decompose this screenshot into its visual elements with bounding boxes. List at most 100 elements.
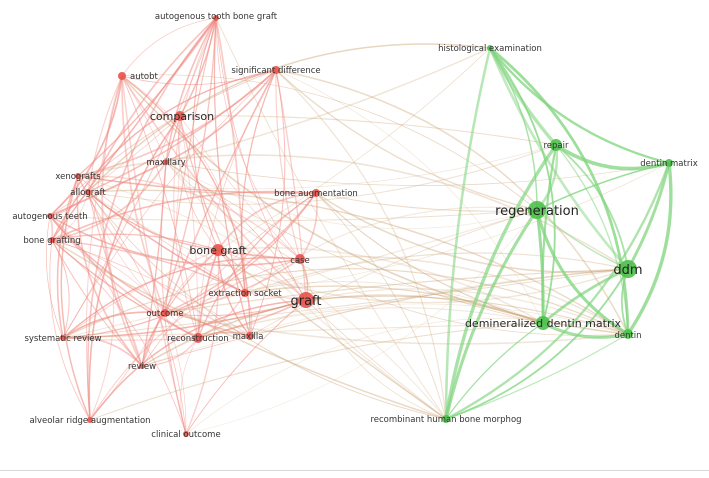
node-autogenous-tooth-bone-graft[interactable] — [213, 15, 219, 21]
edge-autogenous-teeth--systematic-review — [46, 215, 64, 339]
node-outcome[interactable] — [161, 309, 169, 317]
node-autobt[interactable] — [118, 72, 126, 80]
node-bone-augmentation[interactable] — [312, 189, 320, 197]
edge-autobt--autogenous-teeth — [49, 75, 123, 217]
node-autogenous-teeth[interactable] — [47, 213, 53, 219]
node-histological-examination[interactable] — [487, 45, 493, 51]
node-comparison[interactable] — [175, 111, 185, 121]
node-case[interactable] — [295, 254, 305, 264]
node-label-autogenous-tooth-bone-graft: autogenous tooth bone graft — [155, 12, 278, 22]
edge-comparison--autogenous-teeth — [49, 115, 181, 217]
node-dentin[interactable] — [623, 329, 633, 339]
node-significant-difference[interactable] — [272, 66, 280, 74]
edge-maxillary--autogenous-teeth — [49, 161, 167, 217]
edge-regeneration--dentin — [535, 209, 629, 336]
edge-comparison--bone-graft — [178, 115, 219, 251]
edge-allograft--autogenous-teeth — [49, 191, 89, 217]
node-maxillary[interactable] — [163, 159, 169, 165]
edge-systematic-review--review — [62, 336, 143, 367]
edge-maxillary--histological-examination — [165, 47, 491, 163]
node-xenografts[interactable] — [75, 173, 81, 179]
edge-extraction-socket--dentin-matrix — [244, 162, 670, 294]
edge-graft--systematic-review — [62, 299, 307, 339]
edge-extraction-socket--demineralized-dentin-matrix — [244, 285, 544, 324]
edge-bone-graft--review — [141, 249, 219, 367]
edge-histological-examination--regeneration — [489, 47, 538, 211]
node-allograft[interactable] — [85, 189, 91, 195]
node-recombinant-human-bone-morphog[interactable] — [442, 415, 450, 423]
edge-allograft--dentin — [87, 189, 629, 335]
edge-xenografts--alveolar-ridge-augmentation — [60, 175, 91, 421]
edge-clinical-outcome--regeneration — [185, 209, 538, 435]
edge-demineralized-dentin-matrix--recombinant-human-bone-morphog — [445, 322, 544, 420]
edge-outcome--systematic-review — [62, 311, 166, 339]
edge-bone-grafting--outcome — [51, 239, 166, 314]
label-layer: autogenous tooth bone graft autobt signifi… — [12, 12, 697, 440]
node-label-reconstruction: reconstruction — [167, 334, 228, 344]
node-label-clinical-outcome: clinical outcome — [151, 430, 220, 440]
edge-allograft--histological-examination — [87, 43, 491, 193]
edge-case--outcome — [164, 258, 301, 314]
edge-maxillary--demineralized-dentin-matrix — [165, 161, 544, 324]
edge-bone-augmentation--systematic-review — [62, 192, 317, 339]
edge-bone-augmentation--regeneration — [315, 192, 538, 212]
edge-bone-grafting--systematic-review — [51, 239, 70, 339]
edge-systematic-review--ddm — [62, 268, 629, 339]
edge-case--recombinant-human-bone-morphog — [299, 258, 447, 420]
edge-dentin-matrix--recombinant-human-bone-morphog — [445, 162, 671, 421]
node-regeneration[interactable] — [528, 201, 546, 219]
node-reconstruction[interactable] — [193, 333, 203, 343]
edge-ddm--demineralized-dentin-matrix — [542, 267, 629, 325]
node-extraction-socket[interactable] — [241, 289, 249, 297]
edge-histological-examination--demineralized-dentin-matrix — [489, 47, 556, 324]
edge-allograft--reconstruction — [87, 191, 199, 339]
node-dentin-matrix[interactable] — [665, 159, 673, 167]
node-bone-grafting[interactable] — [49, 237, 55, 243]
node-label-autobt: autobt — [130, 72, 159, 82]
node-bone-graft[interactable] — [212, 244, 224, 256]
node-label-dentin-matrix: dentin matrix — [640, 159, 698, 169]
edge-ddm--recombinant-human-bone-morphog — [445, 268, 629, 420]
edge-bone-grafting--alveolar-ridge-augmentation — [49, 239, 91, 421]
node-label-review: review — [128, 362, 156, 372]
node-review[interactable] — [139, 363, 145, 369]
edge-maxillary--dentin-matrix — [165, 161, 670, 186]
edge-autobt--graft — [121, 75, 307, 301]
edge-bone-graft--systematic-review — [62, 249, 219, 339]
node-clinical-outcome[interactable] — [183, 431, 189, 437]
edge-significant-difference--maxilla — [249, 69, 286, 337]
node-demineralized-dentin-matrix[interactable] — [536, 316, 550, 330]
edge-autogenous-teeth--case — [49, 215, 301, 267]
edge-significant-difference--dentin — [275, 69, 629, 335]
edge-bone-augmentation--bone-graft — [217, 192, 317, 251]
edge-xenografts--review — [76, 175, 143, 367]
node-alveolar-ridge-augmentation[interactable] — [87, 417, 93, 423]
edge-autogenous-tooth-bone-graft--extraction-socket — [215, 17, 246, 294]
node-repair[interactable] — [550, 139, 562, 151]
node-label-maxilla: maxilla — [233, 332, 264, 342]
edge-histological-examination--dentin-matrix — [489, 47, 670, 165]
node-label-histological-examination: histological examination — [438, 44, 542, 54]
node-label-xenografts: xenografts — [55, 172, 101, 182]
edge-autogenous-tooth-bone-graft--reconstruction — [173, 17, 217, 339]
edge-bone-grafting--review — [51, 239, 143, 367]
node-maxilla[interactable] — [246, 332, 254, 340]
edge-significant-difference--systematic-review — [62, 69, 277, 339]
edge-regeneration--recombinant-human-bone-morphog — [444, 209, 539, 420]
edge-xenografts--repair — [77, 144, 557, 190]
node-label-significant-difference: significant difference — [231, 66, 320, 76]
edge-reconstruction--clinical-outcome — [180, 337, 199, 435]
edge-outcome--dentin — [164, 312, 629, 345]
edge-dentin-matrix--regeneration — [536, 162, 670, 211]
node-systematic-review[interactable] — [60, 335, 66, 341]
edge-graft--reconstruction — [197, 299, 307, 339]
edge-autobt--regeneration — [121, 74, 538, 211]
edge-significant-difference--extraction-socket — [240, 69, 277, 294]
edge-allograft--extraction-socket — [87, 191, 246, 294]
node-label-systematic-review: systematic review — [24, 334, 101, 344]
node-ddm[interactable] — [619, 260, 637, 278]
edge-allograft--repair — [87, 144, 557, 205]
edge-maxillary--dentin — [165, 161, 629, 336]
node-graft[interactable] — [298, 292, 314, 308]
edge-extraction-socket--regeneration — [244, 206, 538, 294]
